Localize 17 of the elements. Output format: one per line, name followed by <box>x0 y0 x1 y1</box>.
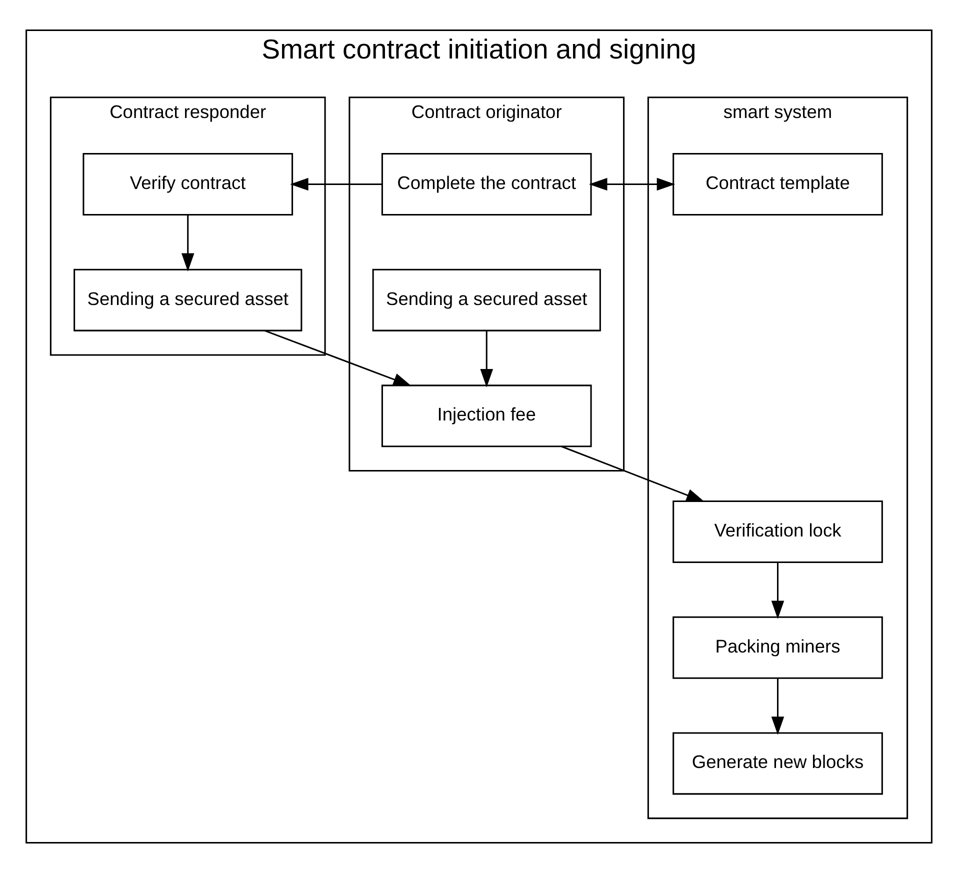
node-box: Complete the contract <box>381 153 592 216</box>
node-box: Packing miners <box>672 616 883 679</box>
node-box: Verification lock <box>672 500 883 564</box>
arrow <box>771 678 784 735</box>
node-box: Generate new blocks <box>672 732 883 795</box>
arrow <box>181 214 194 272</box>
node-box: Sending a secured asset <box>372 268 601 332</box>
node-box: Injection fee <box>381 384 592 448</box>
arrow <box>771 562 784 620</box>
node-box: Verify contract <box>82 153 294 216</box>
arrow <box>561 446 705 502</box>
arrow <box>264 330 412 386</box>
node-box: Sending a secured asset <box>74 268 302 332</box>
arrow <box>290 178 382 191</box>
node-box: Contract template <box>672 153 883 216</box>
arrow <box>480 330 494 388</box>
arrow <box>588 178 676 191</box>
